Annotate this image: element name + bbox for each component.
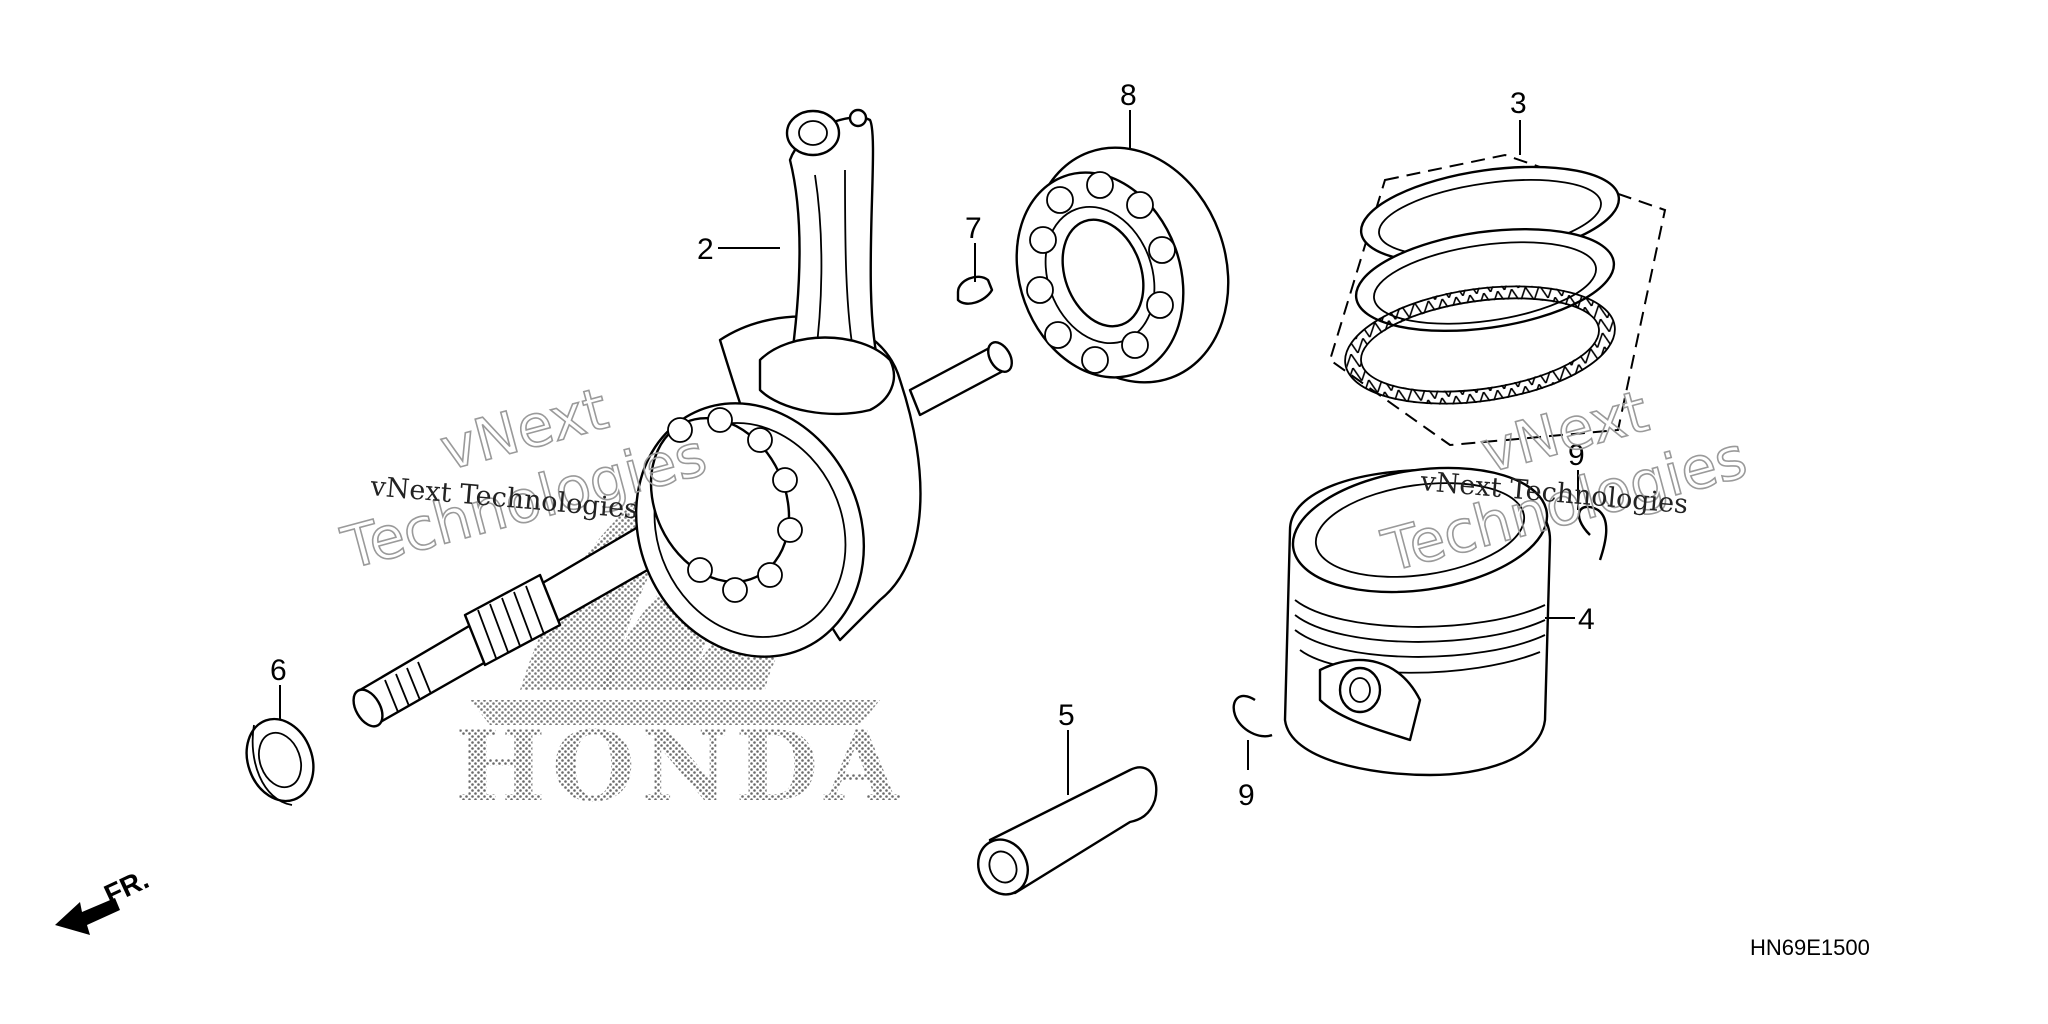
crankshaft-part-2 — [352, 108, 1013, 728]
callout-7: 7 — [965, 212, 982, 245]
callout-3: 3 — [1510, 87, 1527, 120]
pin-clip-part-9-lower — [1232, 694, 1273, 738]
piston-part-4 — [1283, 466, 1552, 777]
callout-9-upper: 9 — [1568, 439, 1585, 472]
woodruff-key-part-7 — [956, 275, 994, 305]
callout-2: 2 — [697, 233, 714, 266]
ball-bearing-part-8 — [1015, 146, 1230, 384]
callout-8: 8 — [1120, 79, 1137, 112]
piston-ring-set-part-3 — [1328, 153, 1667, 447]
diagram-code: HN69E1500 — [1750, 935, 1870, 960]
callout-5: 5 — [1058, 699, 1075, 732]
callout-6: 6 — [270, 654, 287, 687]
callout-9-lower: 9 — [1238, 779, 1255, 812]
pin-clip-part-9-upper — [1577, 505, 1608, 561]
leader-lines — [279, 110, 1579, 795]
honda-logo-text: HONDA — [455, 710, 905, 823]
callout-4: 4 — [1578, 603, 1595, 636]
piston-pin-part-5 — [977, 766, 1158, 896]
front-direction-arrow: FR. — [55, 863, 153, 935]
washer-part-6 — [245, 717, 315, 806]
